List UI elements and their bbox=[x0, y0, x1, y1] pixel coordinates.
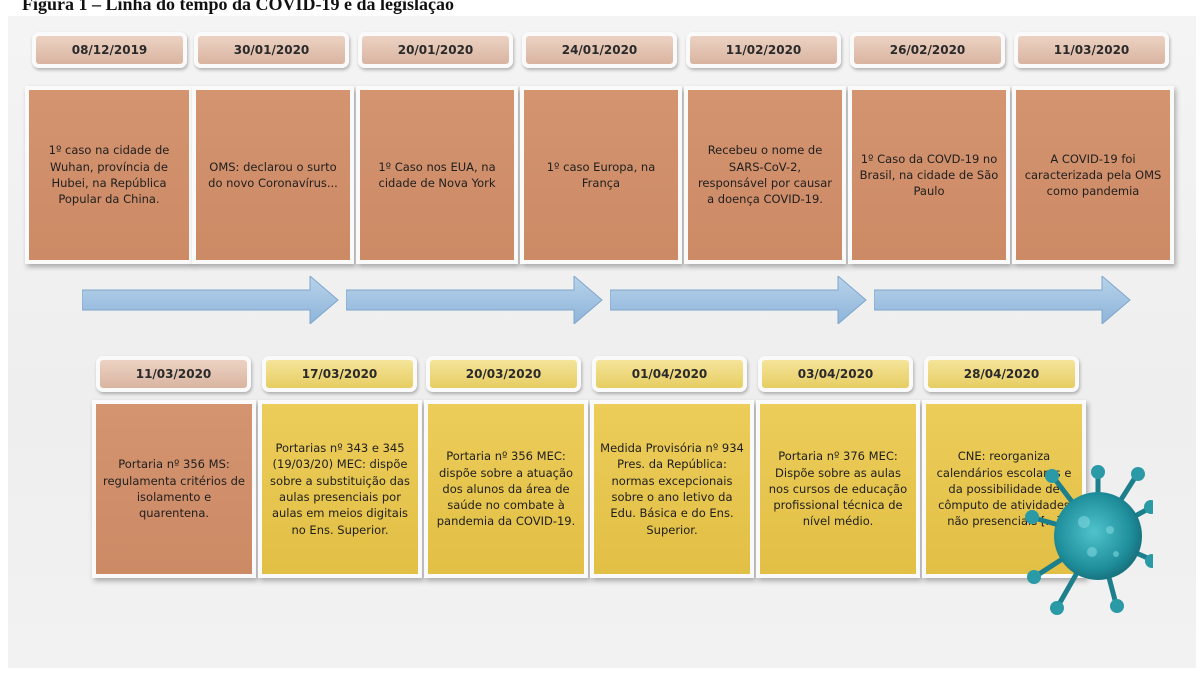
bottom-event-4: Medida Provisória nº 934 Pres. da Repúbl… bbox=[590, 400, 754, 578]
top-date-5: 11/02/2020 bbox=[686, 32, 841, 68]
top-date-2: 30/01/2020 bbox=[194, 32, 349, 68]
top-event-6: 1º Caso da COVD-19 no Brasil, na cidade … bbox=[848, 86, 1010, 264]
bottom-date-1: 11/03/2020 bbox=[96, 356, 251, 392]
arrow-3 bbox=[610, 276, 867, 324]
arrow-1 bbox=[82, 276, 339, 324]
bottom-event-6: CNE: reorganiza calendários escolares e … bbox=[922, 400, 1086, 578]
bottom-date-5: 03/04/2020 bbox=[758, 356, 913, 392]
bottom-event-2: Portarias nº 343 e 345 (19/03/20) MEC: d… bbox=[258, 400, 422, 578]
top-event-1: 1º caso na cidade de Wuhan, província de… bbox=[25, 86, 193, 264]
top-event-7: A COVID-19 foi caracterizada pela OMS co… bbox=[1012, 86, 1174, 264]
bottom-event-1: Portaria nº 356 MS: regulamenta critério… bbox=[92, 400, 256, 578]
top-date-4: 24/01/2020 bbox=[522, 32, 677, 68]
bottom-date-3: 20/03/2020 bbox=[426, 356, 581, 392]
bottom-event-5: Portaria nº 376 MEC: Dispõe sobre as aul… bbox=[756, 400, 920, 578]
timeline-slide: 08/12/2019 30/01/2020 20/01/2020 24/01/2… bbox=[8, 16, 1196, 668]
arrow-4 bbox=[874, 276, 1131, 324]
top-event-3: 1º Caso nos EUA, na cidade de Nova York bbox=[356, 86, 518, 264]
top-date-6: 26/02/2020 bbox=[850, 32, 1005, 68]
coronavirus-icon bbox=[1025, 465, 1153, 615]
arrow-2 bbox=[346, 276, 603, 324]
bottom-event-3: Portaria nº 356 MEC: dispõe sobre a atua… bbox=[424, 400, 588, 578]
top-event-5: Recebeu o nome de SARS-CoV-2, responsáve… bbox=[684, 86, 846, 264]
top-date-1: 08/12/2019 bbox=[32, 32, 187, 68]
top-date-3: 20/01/2020 bbox=[358, 32, 513, 68]
bottom-date-4: 01/04/2020 bbox=[592, 356, 747, 392]
bottom-date-2: 17/03/2020 bbox=[262, 356, 417, 392]
figure-caption: Figura 1 – Linha do tempo da COVID-19 e … bbox=[22, 0, 455, 14]
bottom-date-6: 28/04/2020 bbox=[924, 356, 1079, 392]
top-date-7: 11/03/2020 bbox=[1014, 32, 1169, 68]
top-event-2: OMS: declarou o surto do novo Coronavíru… bbox=[192, 86, 354, 264]
top-event-4: 1º caso Europa, na França bbox=[520, 86, 682, 264]
